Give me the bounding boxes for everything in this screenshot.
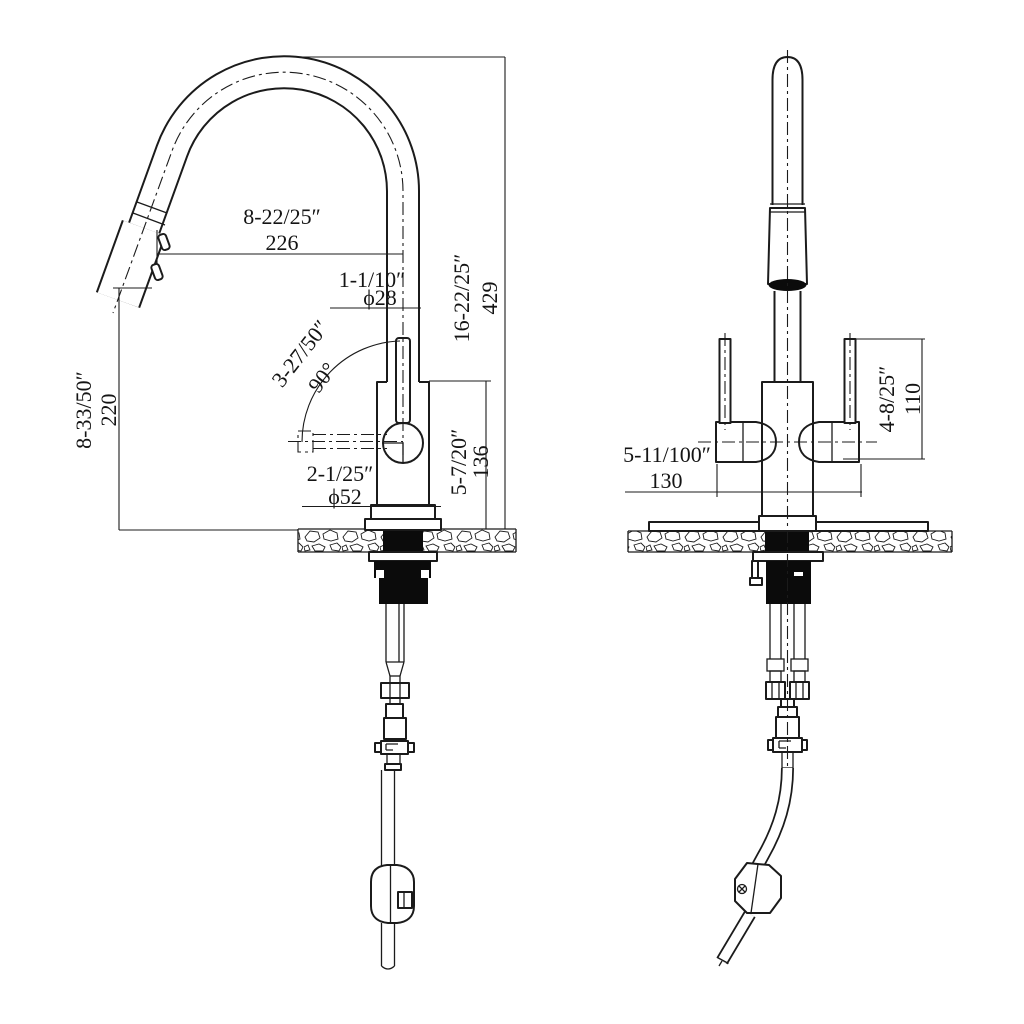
- dim-spout-tip-height-inches: 8-33/50″: [71, 371, 96, 449]
- dim-handle-height-inches: 4-8/25″: [874, 366, 899, 433]
- dim-base-diameter-inches: 2-1/25″: [307, 461, 374, 486]
- supply-line-side: [374, 604, 415, 771]
- dim-body-height-inches: 5-7/20″: [446, 429, 471, 496]
- dim-handle-height-mm: 110: [900, 383, 925, 415]
- spray-button: [157, 232, 171, 252]
- dim-spout-tip-height-mm: 220: [96, 394, 121, 427]
- pullout-hose-front: [716, 767, 794, 967]
- dim-valve-span-mm: 130: [650, 468, 683, 493]
- centerlines-front: [698, 50, 877, 768]
- supply-lines-front: [765, 604, 810, 700]
- handle-swing-arc: [301, 340, 401, 443]
- spout-centerline: [112, 71, 404, 455]
- dim-base-diameter-mm: ϕ52: [328, 484, 362, 509]
- dim-valve-span-inches: 5-11/100″: [623, 442, 711, 467]
- dim-body-height-mm: 136: [468, 446, 493, 479]
- dim-spout-diameter-mm: ϕ28: [363, 285, 397, 310]
- undercounter-assembly-side: [368, 529, 438, 970]
- undercounter-assembly-front: [716, 531, 824, 967]
- mounting-nut: [374, 561, 431, 604]
- mounting-washer: [368, 551, 438, 562]
- dim-spout-diameter-inches: 1-1/10″: [339, 267, 406, 292]
- mounting-shank: [383, 529, 423, 552]
- dimensions-front-view: 5-11/100″ 130 4-8/25″ 110: [623, 338, 925, 497]
- hose-weight-front: [734, 862, 782, 914]
- base-flange-side: [364, 504, 442, 531]
- hose-weight-side: [370, 864, 415, 924]
- phantom-handle-position: [288, 430, 403, 453]
- spray-button: [150, 262, 164, 282]
- dim-overall-height-inches: 16-22/25″: [449, 254, 474, 343]
- mounting-nut-front: [766, 561, 811, 604]
- dim-spout-reach-inches: 8-22/25″: [243, 204, 321, 229]
- hose-coupling-side: [374, 740, 415, 755]
- front-view: [627, 50, 953, 967]
- dim-overall-height-mm: 429: [477, 282, 502, 315]
- dim-spout-reach-mm: 226: [266, 230, 299, 255]
- pullout-hose-side: [380, 770, 396, 970]
- mounting-bracket-hook: [749, 560, 763, 586]
- dim-handle-swing-angle: 90°: [303, 358, 342, 398]
